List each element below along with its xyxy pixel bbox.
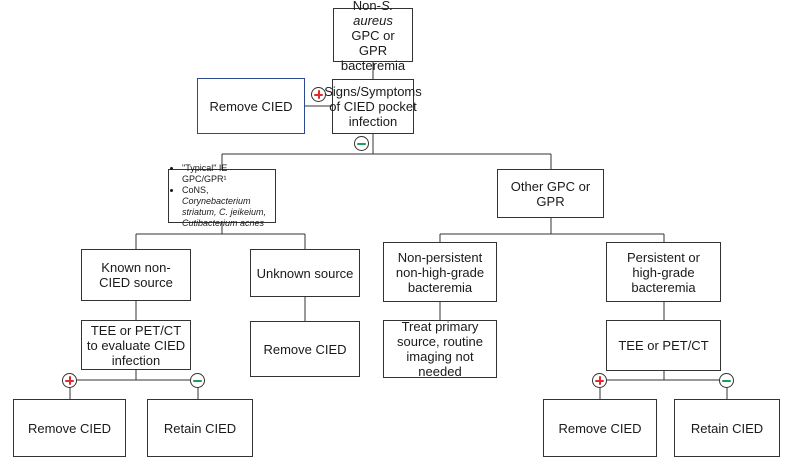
node-remove-mid-label: Remove CIED [263,341,347,357]
node-retain-bottom-left-label: Retain CIED [163,420,237,436]
node-remove-top: Remove CIED [197,78,305,134]
node-typical: "Typical" IE GPC/GPR¹ CoNS, Corynebacter… [168,163,276,228]
node-remove-bottom-left-label: Remove CIED [27,420,112,436]
plus-icon [62,373,77,388]
node-signs: Signs/Symptoms of CIED pocket infection [324,79,422,134]
node-unknown-label: Unknown source [256,265,354,281]
node-known-label: Known non-CIED source [99,260,173,290]
node-treat-label: Treat primary source, routine imaging no… [397,319,483,379]
node-retain-bottom-right-label: Retain CIED [690,420,764,436]
node-signs-label: Signs/Symptoms of CIED pocket infection [324,84,422,129]
node-tee-left-label: TEE or PET/CT to evaluate CIED infection [86,322,186,368]
node-persistent-label: Persistent or high-grade bacteremia [627,249,700,295]
minus-icon [719,373,734,388]
typical-list: "Typical" IE GPC/GPR¹ CoNS, Corynebacter… [173,163,271,229]
node-remove-mid: Remove CIED [250,321,360,377]
plus-icon [311,87,326,102]
node-remove-top-label: Remove CIED [209,98,293,114]
node-unknown: Unknown source [250,249,360,297]
node-remove-bottom-right-label: Remove CIED [558,420,642,436]
node-other: Other GPC or GPR [497,169,604,218]
typical-item-2: CoNS, Corynebacterium striatum, C. jeike… [182,185,271,229]
node-tee-left: TEE or PET/CT to evaluate CIED infection [81,320,191,370]
typical-item-1: "Typical" IE GPC/GPR¹ [182,163,271,185]
node-persistent: Persistent or high-grade bacteremia [606,242,721,302]
node-remove-bottom-right: Remove CIED [543,399,657,457]
node-retain-bottom-left: Retain CIED [147,399,253,457]
node-treat: Treat primary source, routine imaging no… [383,319,497,379]
minus-icon [190,373,205,388]
node-remove-bottom-left: Remove CIED [13,399,126,457]
plus-icon [592,373,607,388]
minus-icon [354,136,369,151]
node-tee-right: TEE or PET/CT [606,320,721,371]
node-nonpersistent-label: Non-persistent non-high-grade bacteremia [395,249,485,295]
node-retain-bottom-right: Retain CIED [674,399,780,457]
node-known: Known non-CIED source [81,249,191,301]
node-nonpersistent: Non-persistent non-high-grade bacteremia [383,242,497,302]
node-other-label: Other GPC or GPR [510,178,591,209]
node-tee-right-label: TEE or PET/CT [618,338,709,353]
